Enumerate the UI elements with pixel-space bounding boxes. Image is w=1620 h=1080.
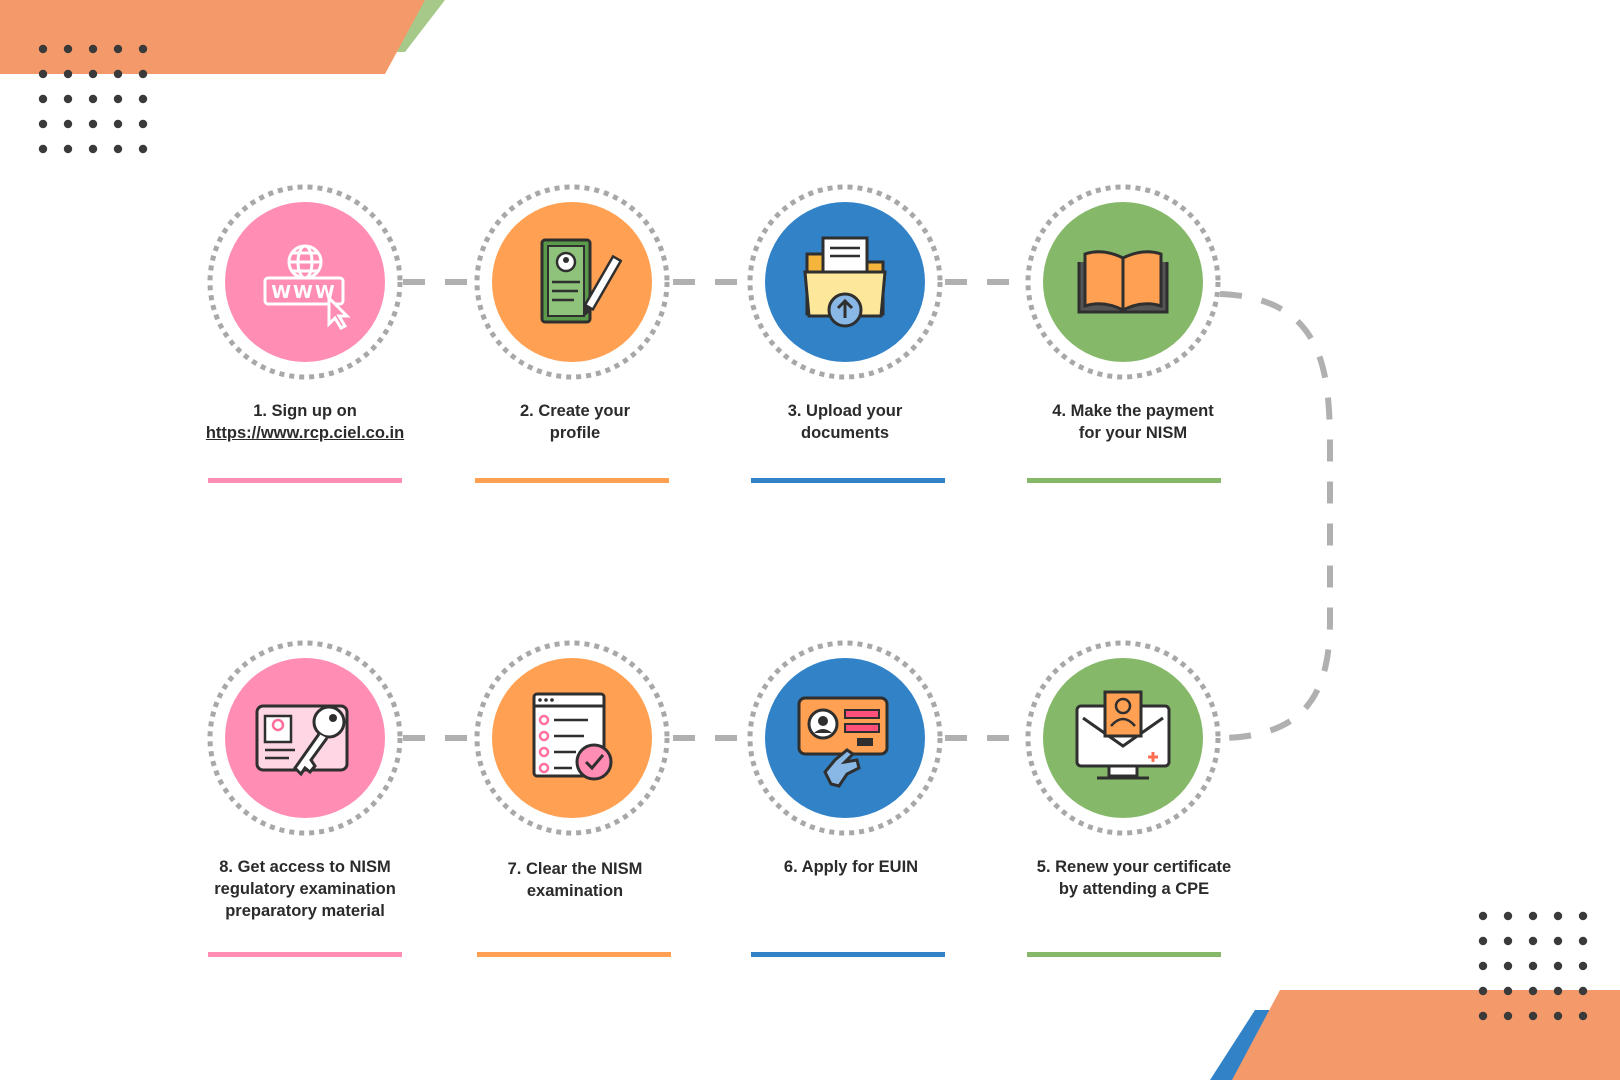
step-4	[1023, 182, 1223, 382]
decor-dot	[138, 144, 148, 154]
decor-dot	[1503, 986, 1513, 996]
decor-dot	[138, 69, 148, 79]
step-5-label: 5. Renew your certificate by attending a…	[1036, 858, 1232, 898]
dashed-ring	[207, 640, 403, 836]
id-card-click-icon	[797, 696, 889, 788]
dashed-ring	[474, 640, 670, 836]
website-icon: WWW	[263, 244, 351, 330]
decor-dot	[38, 144, 48, 154]
dashed-ring	[207, 184, 403, 380]
decor-dot	[113, 119, 123, 129]
step-2-underline	[475, 478, 669, 483]
decor-dot	[1578, 961, 1588, 971]
decor-dot	[63, 44, 73, 54]
svg-text:WWW: WWW	[271, 282, 337, 303]
decor-dot	[1503, 936, 1513, 946]
decor-dot	[1578, 911, 1588, 921]
step-1: WWW	[205, 182, 405, 382]
decor-dot	[88, 94, 98, 104]
decor-dot	[1578, 986, 1588, 996]
decor-dot	[1528, 936, 1538, 946]
book-icon	[1077, 250, 1169, 314]
profile-form-icon	[540, 238, 622, 324]
dashed-ring	[1025, 184, 1221, 380]
decor-dot	[1503, 911, 1513, 921]
decor-dot	[63, 144, 73, 154]
step-8-underline	[208, 952, 402, 957]
step-4-underline	[1027, 478, 1221, 483]
decor-dot	[1478, 911, 1488, 921]
decor-dot	[1528, 911, 1538, 921]
rcp-link[interactable]: https://www.rcp.ciel.co.in	[205, 424, 405, 442]
step-1-label: 1. Sign up on https://www.rcp.ciel.co.in	[185, 400, 425, 444]
dashed-ring	[474, 184, 670, 380]
step-4-label: 4. Make the payment for your NISM	[1052, 402, 1214, 442]
decor-dot	[1578, 1011, 1588, 1021]
dashed-ring	[1025, 640, 1221, 836]
decor-dot	[63, 94, 73, 104]
decor-dot	[38, 119, 48, 129]
decor-dot	[38, 94, 48, 104]
decor-dot	[88, 69, 98, 79]
step-3-label: 3. Upload your documents	[787, 402, 903, 442]
decor-dot	[1503, 1011, 1513, 1021]
decor-dot	[1528, 961, 1538, 971]
decor-dot	[113, 144, 123, 154]
step-5-underline	[1027, 952, 1221, 957]
decor-dot	[88, 119, 98, 129]
decor-dot	[113, 44, 123, 54]
step-3	[745, 182, 945, 382]
decor-dot	[88, 144, 98, 154]
decor-dot	[1478, 986, 1488, 996]
dashed-ring	[747, 640, 943, 836]
step-1-text: 1. Sign up on	[253, 402, 357, 420]
step-7	[472, 638, 672, 838]
decor-dot	[1528, 986, 1538, 996]
step-8	[205, 638, 405, 838]
decor-dot	[1478, 1011, 1488, 1021]
step-6	[745, 638, 945, 838]
decor-dot	[38, 44, 48, 54]
step-2-label: 2. Create your profile	[519, 402, 631, 442]
decor-dot	[1528, 1011, 1538, 1021]
upload-folder-icon	[803, 236, 887, 328]
decor-dot	[63, 119, 73, 129]
decor-dot	[1553, 961, 1563, 971]
step-8-label: 8. Get access to NISM regulatory examina…	[214, 858, 396, 920]
step-1-underline	[208, 478, 402, 483]
decor-dot	[1553, 936, 1563, 946]
decor-dot	[1578, 936, 1588, 946]
online-certificate-icon	[1075, 690, 1171, 780]
decor-dot	[113, 69, 123, 79]
step-disc	[225, 202, 385, 362]
decor-dot	[1553, 911, 1563, 921]
step-3-underline	[751, 478, 945, 483]
step-6-label: 6. Apply for EUIN	[783, 858, 919, 876]
decor-dot	[1553, 986, 1563, 996]
decor-dot	[1478, 961, 1488, 971]
checklist-exam-icon	[532, 692, 613, 781]
decor-dot	[1553, 1011, 1563, 1021]
decor-dot	[88, 44, 98, 54]
step-6-underline	[751, 952, 945, 957]
id-key-icon	[255, 704, 349, 777]
decor-dot	[1503, 961, 1513, 971]
decor-dot	[1478, 936, 1488, 946]
decor-dot	[38, 69, 48, 79]
step-2	[472, 182, 672, 382]
step-7-label: 7. Clear the NISM examination	[507, 860, 643, 900]
decor-dot	[63, 69, 73, 79]
decor-dot	[138, 119, 148, 129]
decor-dot	[113, 94, 123, 104]
decor-dot	[138, 44, 148, 54]
dashed-ring	[747, 184, 943, 380]
step-7-underline	[477, 952, 671, 957]
step-5	[1023, 638, 1223, 838]
decor-dot	[138, 94, 148, 104]
